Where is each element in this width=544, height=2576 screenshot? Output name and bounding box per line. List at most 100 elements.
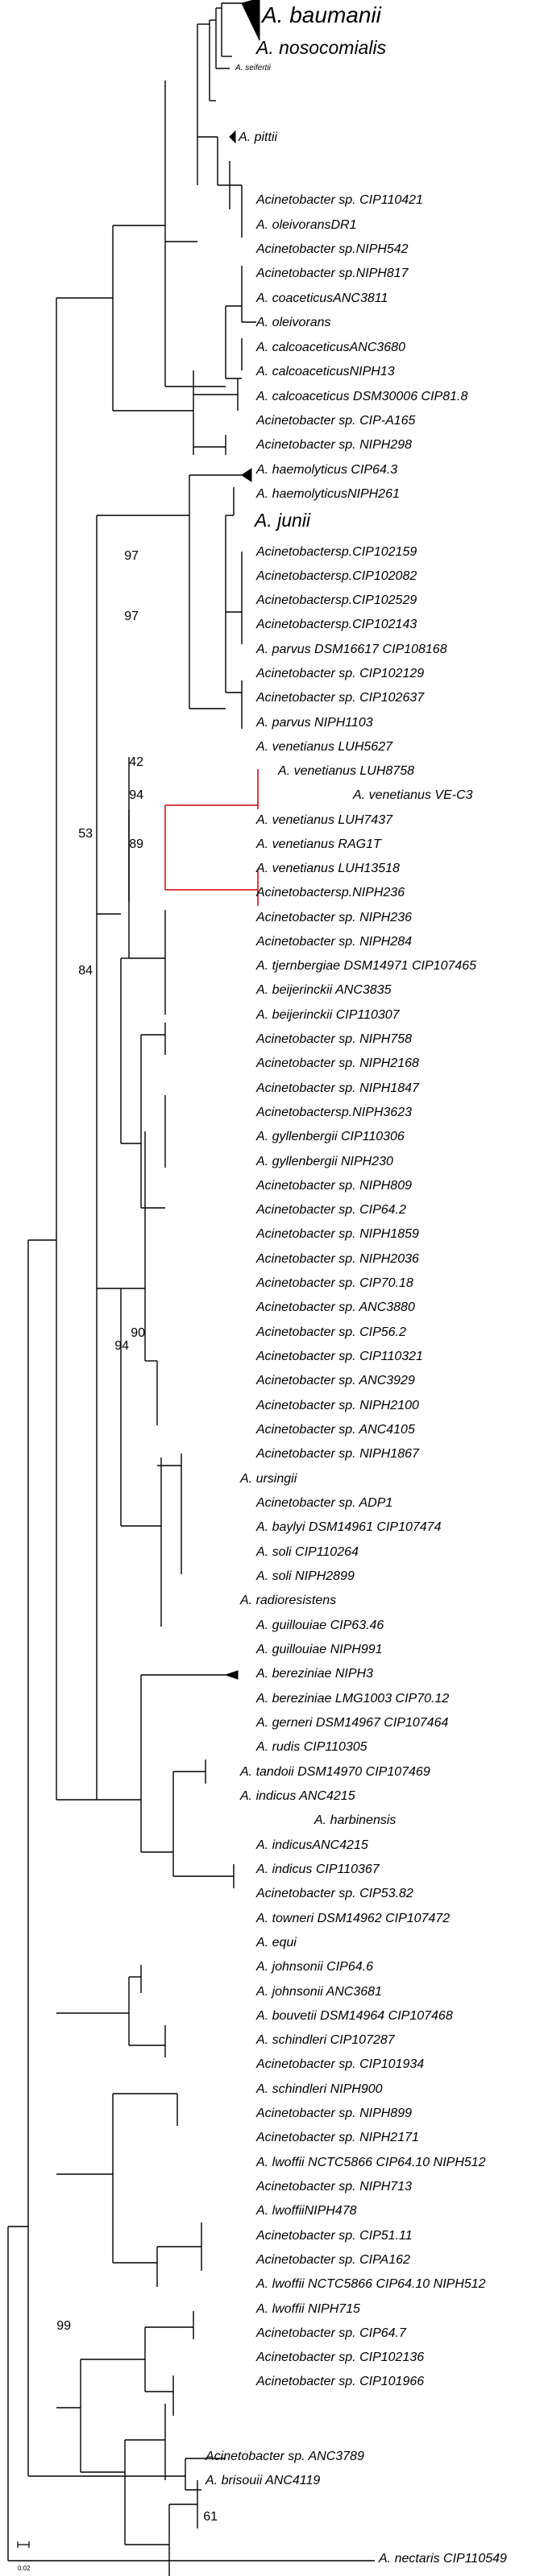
taxon-label: A. soli NIPH2899: [255, 1569, 355, 1583]
taxon-label: Acinetobacter sp. NIPH2036: [255, 1252, 419, 1266]
taxon-label: A. rudis CIP110305: [255, 1740, 368, 1754]
taxon-label: Acinetobacter sp. CIPA162: [255, 2253, 410, 2267]
tree-branches: [7, 2, 375, 2576]
taxon-label: A. tandoii DSM14970 CIP107469: [239, 1765, 430, 1779]
taxon-label: A. parvus NIPH1103: [255, 716, 373, 730]
taxon-label: A. soli CIP110264: [255, 1545, 359, 1559]
collapsed-clades: [224, 0, 260, 1680]
bootstrap-value: 94: [114, 1339, 129, 1353]
taxon-label: Acinetobacter sp. ANC3880: [255, 1300, 415, 1314]
taxon-label: A. oleivoransDR1: [255, 218, 357, 232]
taxon-label: Acinetobactersp.CIP102143: [255, 618, 417, 631]
taxon-label: Acinetobactersp.CIP102082: [255, 569, 417, 583]
taxon-label: Acinetobacter sp. NIPH2168: [255, 1056, 419, 1070]
taxon-label: A. towneri DSM14962 CIP107472: [255, 1912, 450, 1925]
taxon-label: Acinetobacter sp. ANC4105: [255, 1423, 415, 1437]
taxon-label: A. venetianus LUH13518: [255, 862, 400, 875]
clade-baumanii-triangle: [241, 0, 260, 41]
bootstrap-value: 97: [124, 549, 139, 563]
taxon-label: A. bereziniae NIPH3: [255, 1667, 373, 1681]
taxon-label: Acinetobacter sp. NIPH1847: [255, 1081, 420, 1095]
taxon-label: A. calcoaceticusANC3680: [255, 341, 405, 354]
taxon-label: Acinetobacter sp. NIPH899: [255, 2107, 412, 2120]
taxon-label: A. guillouiae CIP63.46: [255, 1619, 384, 1632]
taxon-label: Acinetobactersp.CIP102529: [255, 593, 417, 607]
taxon-label: A. indicus CIP110367: [255, 1863, 380, 1876]
taxon-label: Acinetobacter sp. CIP102136: [255, 2351, 424, 2364]
taxon-label: Acinetobacter sp. ANC3929: [255, 1374, 415, 1387]
taxon-label: A. indicusANC4215: [255, 1838, 368, 1852]
taxon-label: A. seifertii: [235, 64, 272, 72]
taxon-label: A. venetianus RAG1T: [255, 837, 382, 851]
taxon-label: A. beijerinckii ANC3835: [255, 983, 392, 997]
taxon-label: Acinetobacter sp. NIPH284: [255, 935, 412, 949]
taxon-label: A. junii: [253, 510, 311, 531]
taxon-label: Acinetobacter sp. CIP-A165: [255, 414, 416, 428]
taxon-label: Acinetobacter sp. NIPH1859: [255, 1227, 419, 1241]
taxon-label: Acinetobacter sp. CIP102637: [255, 691, 425, 705]
taxon-label: Acinetobacter sp. ANC3789: [205, 2450, 364, 2463]
taxon-label: A. lwoffii NCTC5866 CIP64.10 NIPH512: [255, 2156, 486, 2169]
taxon-label: A. calcoaceticus DSM30006 CIP81.8: [255, 390, 467, 403]
bootstrap-value: 53: [78, 827, 93, 841]
taxon-label: A. guillouiae NIPH991: [255, 1643, 383, 1656]
taxon-label: A. johnsonii CIP64.6: [255, 1960, 373, 1974]
taxon-label: Acinetobactersp.NIPH236: [255, 886, 405, 899]
taxon-label: Acinetobacter sp. NIPH1867: [255, 1447, 420, 1461]
taxon-label: Acinetobacter sp. NIPH236: [255, 911, 412, 924]
taxon-label: Acinetobactersp.CIP102159: [255, 545, 417, 559]
taxon-label: A. coaceticusANC3811: [255, 292, 388, 305]
scale-bar-label: 0.02: [18, 2565, 31, 2572]
taxon-label: Acinetobacter sp. NIPH713: [255, 2180, 412, 2194]
taxon-label: A. oleivorans: [255, 316, 331, 329]
taxon-label: Acinetobacter sp. CIP102129: [255, 667, 424, 680]
taxon-label: Acinetobacter sp. CIP64.7: [255, 2326, 407, 2340]
taxon-label: Acinetobacter sp. CIP101934: [255, 2057, 424, 2071]
taxon-label: A. calcoaceticusNIPH13: [255, 365, 395, 378]
taxon-label: A. gyllenbergii NIPH230: [255, 1155, 393, 1168]
taxon-label: A. haemolyticus CIP64.3: [255, 463, 397, 477]
taxon-label: Acinetobacter sp. NIPH2100: [255, 1399, 419, 1412]
taxon-label: A. nosocomialis: [255, 37, 387, 58]
taxon-label: A. haemolyticusNIPH261: [255, 487, 400, 501]
taxon-label: A. tjernbergiae DSM14971 CIP107465: [255, 959, 476, 973]
taxon-label: A. lwoffii NIPH715: [255, 2302, 360, 2316]
taxon-label: A. venetianus LUH8758: [277, 764, 414, 778]
taxon-label: A. venetianus VE-C3: [352, 788, 473, 802]
taxon-label: A. schindleri CIP107287: [255, 2033, 396, 2047]
taxon-label: Acinetobacter sp. NIPH809: [255, 1179, 412, 1193]
bootstrap-value: 97: [124, 610, 139, 623]
taxon-label: A. ursingii: [239, 1472, 297, 1486]
taxon-label: Acinetobacter sp. CIP51.11: [255, 2229, 413, 2243]
clade-junii-triangle: [241, 468, 252, 482]
taxon-label: A. harbinensis: [314, 1813, 396, 1827]
bootstrap-value: 61: [203, 2510, 218, 2524]
bootstrap-value: 90: [131, 1326, 145, 1340]
taxon-label: A. indicus ANC4215: [239, 1789, 355, 1803]
bootstrap-value: 42: [129, 755, 143, 769]
taxon-label: Acinetobacter sp. CIP70.18: [255, 1276, 413, 1290]
taxon-label: A. equi: [255, 1936, 297, 1950]
taxon-label: A. lwoffiiNIPH478: [255, 2204, 357, 2218]
taxon-label: A. bouvetii DSM14964 CIP107468: [255, 2009, 453, 2023]
bootstrap-value: 94: [129, 788, 143, 802]
taxon-label: Acinetobacter sp. CIP110421: [255, 193, 423, 207]
taxon-label: Acinetobacter sp. CIP64.2: [255, 1203, 406, 1217]
taxon-label: Acinetobacter sp. CIP110321: [255, 1350, 423, 1363]
bootstrap-value: 99: [56, 2319, 71, 2333]
taxon-label: Acinetobacter sp. ADP1: [255, 1496, 392, 1510]
taxon-label: Acinetobacter sp.NIPH542: [255, 242, 409, 256]
taxon-label: Acinetobacter sp. CIP53.82: [255, 1887, 413, 1900]
taxon-label: Acinetobacter sp. NIPH298: [255, 438, 412, 452]
taxon-label: A. nectaris CIP110549: [378, 2552, 507, 2566]
taxon-label: A. beijerinckii CIP110307: [255, 1008, 401, 1022]
taxon-label: A. pittii: [238, 130, 277, 144]
taxon-label: Acinetobactersp.NIPH3623: [255, 1106, 412, 1119]
bootstrap-value: 84: [78, 964, 93, 978]
taxon-label: A. venetianus LUH5627: [255, 740, 393, 754]
taxon-label: Acinetobacter sp. CIP101966: [255, 2375, 424, 2388]
venetianus-clade: [164, 769, 259, 906]
taxon-label: A. gyllenbergii CIP110306: [255, 1130, 405, 1143]
taxon-label: A. baylyi DSM14961 CIP107474: [255, 1520, 442, 1534]
